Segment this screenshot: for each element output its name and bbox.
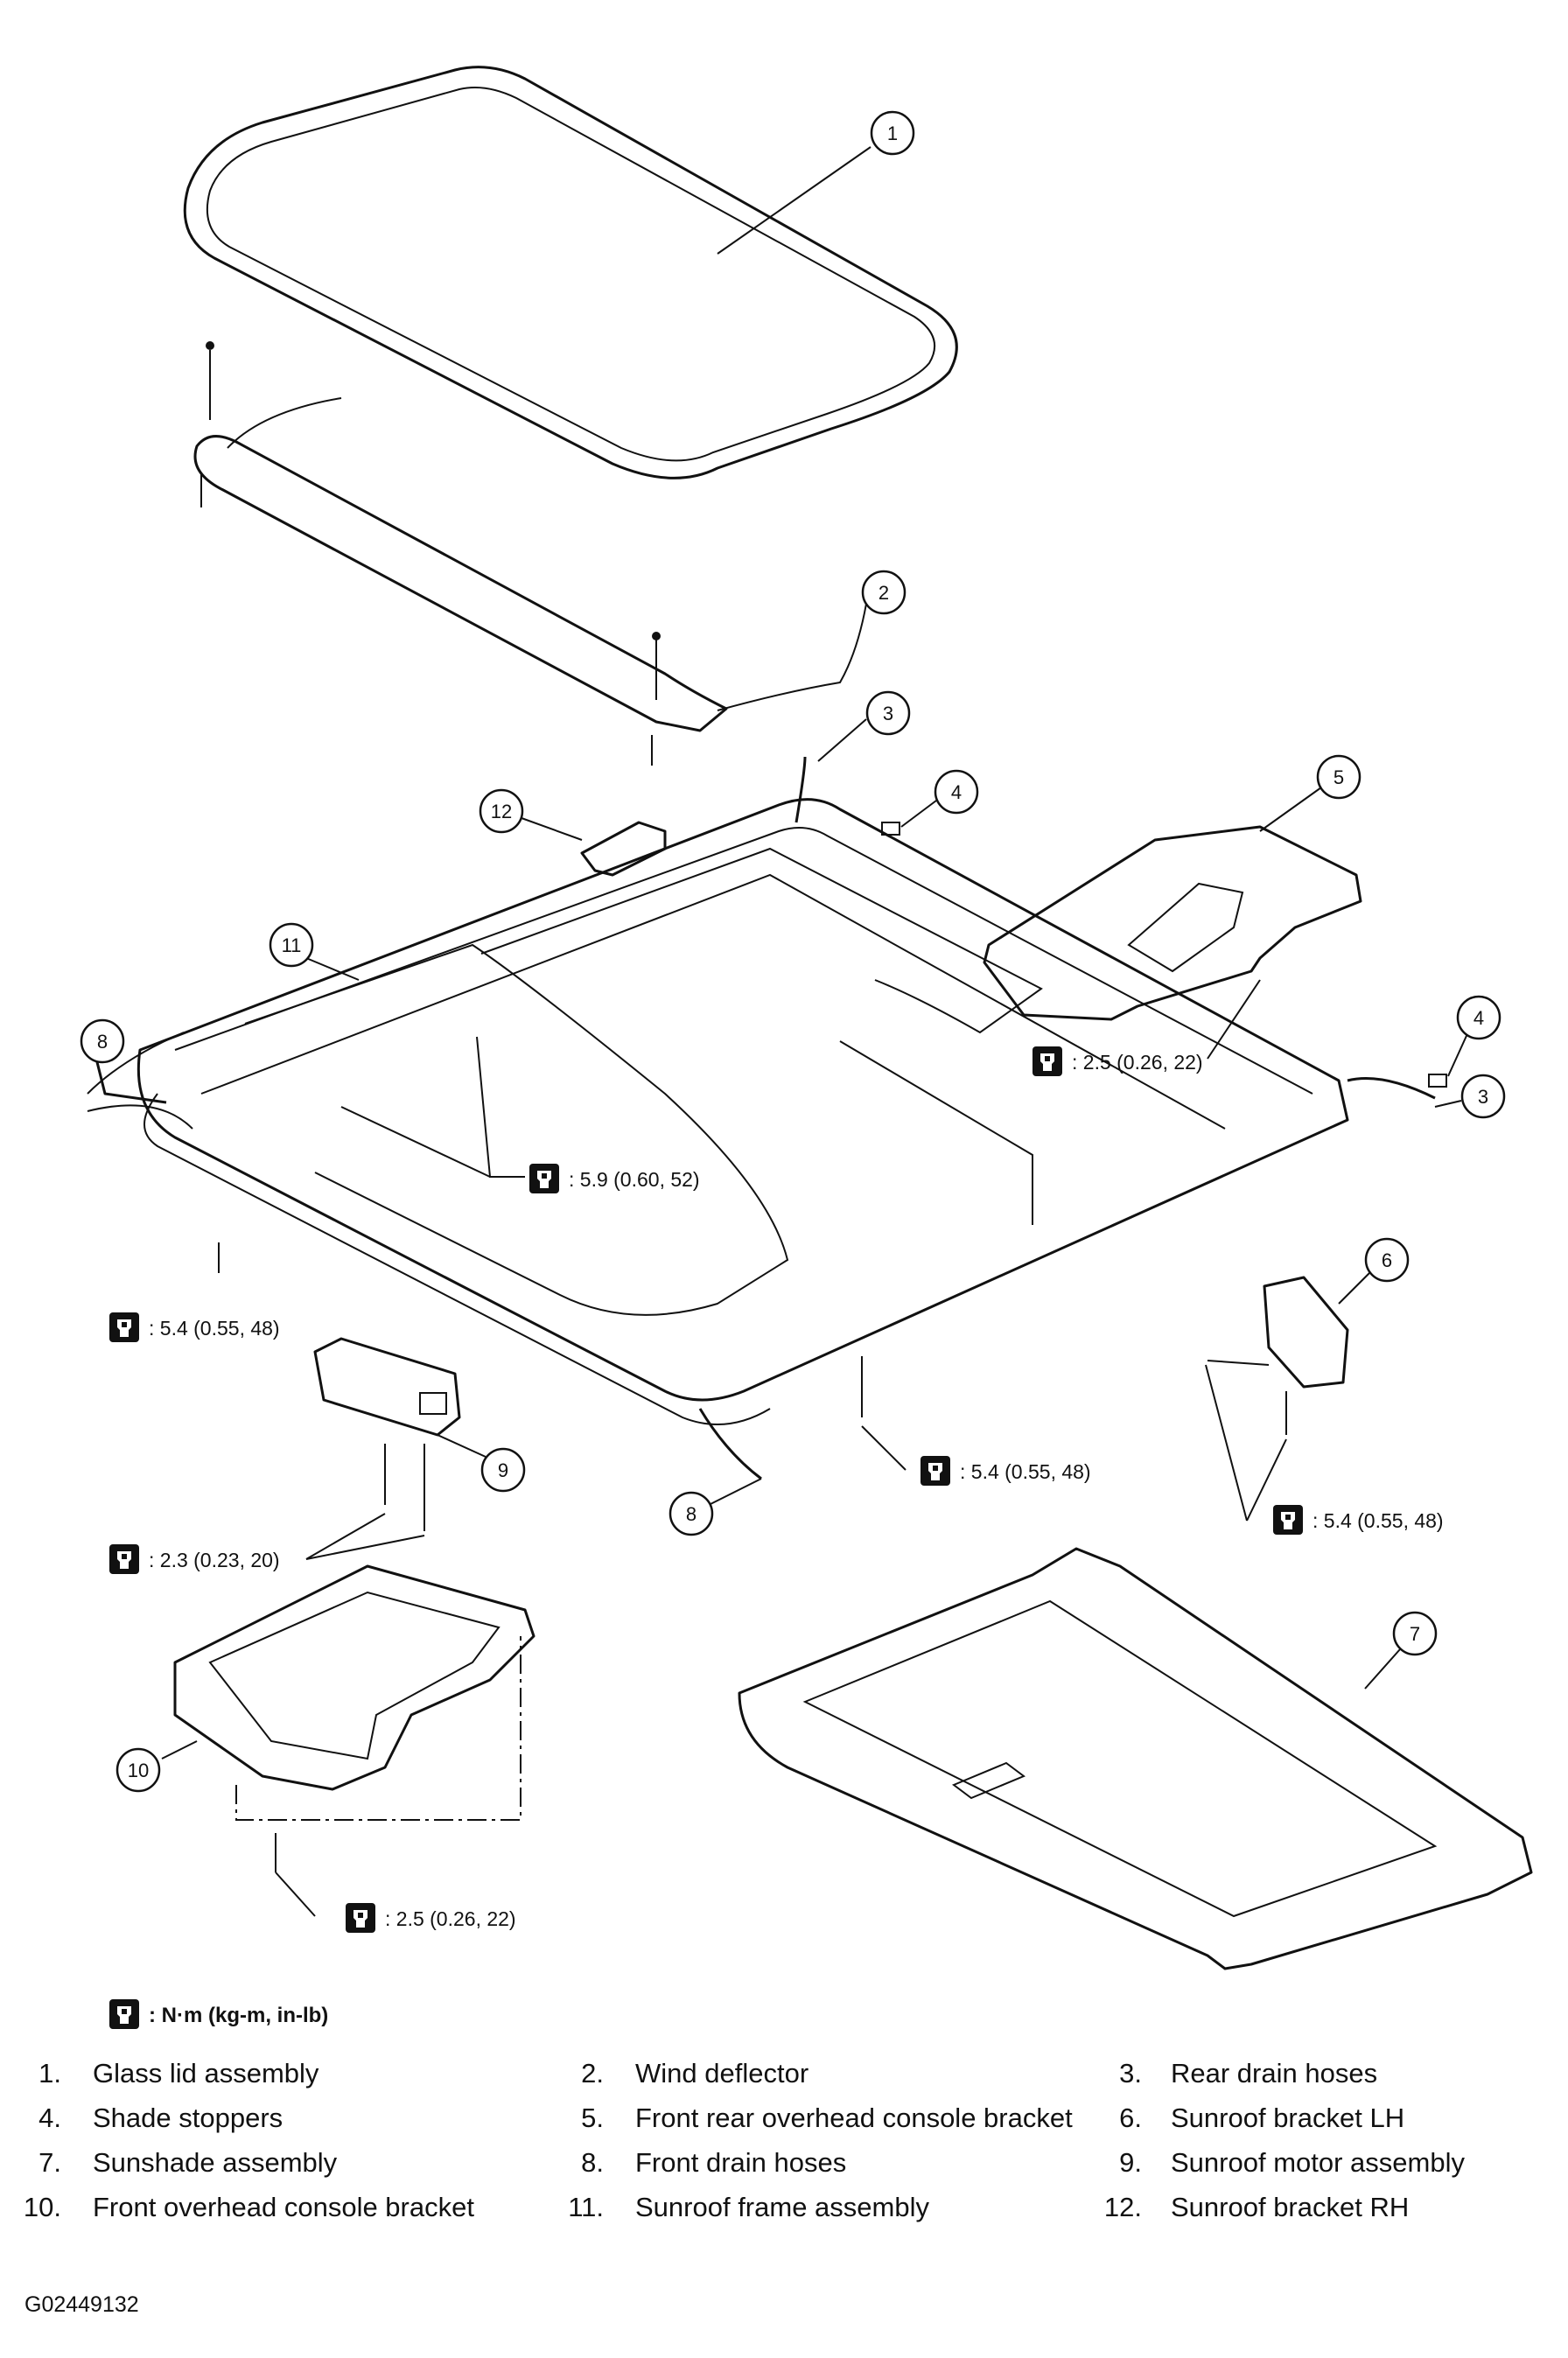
callout-10: 10 (116, 1740, 198, 1793)
callout-7-number: 7 (1410, 1623, 1420, 1645)
motor-bolts (384, 1444, 425, 1531)
part-label: Shade stoppers (93, 2103, 284, 2133)
callout-12-number: 12 (491, 801, 512, 822)
callout-6: 6 (1338, 1237, 1410, 1305)
part-label: Sunroof frame assembly (635, 2192, 929, 2222)
torque-spec-console-bracket-rear: : 2.5 (0.26, 22) (1032, 979, 1261, 1076)
part-label: Rear drain hoses (1171, 2058, 1378, 2089)
torque-spec-frame-screws: : 5.9 (0.60, 52) (340, 1036, 700, 1193)
torque-spec-text: : 2.5 (0.26, 22) (385, 1907, 516, 1930)
torque-spec-motor-bolts: : 2.3 (0.23, 20) (109, 1513, 425, 1574)
torque-wrench-icon (346, 1903, 375, 1933)
callout-3b-number: 3 (1478, 1086, 1488, 1108)
torque-wrench-icon (109, 1544, 139, 1574)
front-drain-hose-left: 8 (80, 1018, 167, 1104)
sunroof-motor-assembly (313, 1337, 461, 1437)
sunroof-frame-assembly (87, 798, 1349, 1425)
torque-wrench-icon (1273, 1505, 1303, 1535)
torque-spec-text: : 5.4 (0.55, 48) (149, 1317, 280, 1340)
callout-6-number: 6 (1382, 1249, 1392, 1271)
rear-drain-hose-upper: 3 (794, 690, 911, 823)
rear-drain-hose-lower: 3 (1347, 1074, 1506, 1119)
torque-wrench-icon (109, 1312, 139, 1342)
callout-8b-number: 8 (686, 1503, 696, 1525)
part-label: Wind deflector (635, 2058, 809, 2089)
front-overhead-console-bracket (173, 1564, 536, 1821)
callout-5-number: 5 (1334, 766, 1344, 788)
sunroof-bracket-lh (1207, 1276, 1349, 1435)
shade-stopper-lower: 4 (1428, 995, 1502, 1088)
callout-4a-number: 4 (951, 781, 962, 803)
part-label: Front overhead console bracket (93, 2192, 474, 2222)
callout-10-number: 10 (128, 1760, 149, 1781)
callout-11: 11 (269, 922, 360, 981)
torque-legend-text: : N·m (kg-m, in-lb) (149, 2004, 328, 2027)
shade-stopper-upper: 4 (881, 769, 979, 836)
torque-wrench-icon (1032, 1046, 1062, 1076)
torque-spec-frame-center-bolt: : 5.4 (0.55, 48) (861, 1356, 1091, 1486)
front-drain-hose-lower: 8 (668, 1408, 762, 1536)
part-label: Front rear overhead console bracket (635, 2103, 1073, 2133)
callout-11-number: 11 (282, 934, 302, 956)
sunroof-bracket-rh (580, 821, 667, 877)
torque-wrench-icon (920, 1456, 950, 1486)
part-label: Sunroof bracket RH (1171, 2192, 1410, 2222)
callout-8a-number: 8 (97, 1031, 108, 1053)
torque-spec-text: : 5.9 (0.60, 52) (569, 1168, 700, 1191)
front-rear-overhead-console-bracket (983, 825, 1362, 1021)
callout-2-number: 2 (878, 582, 889, 604)
torque-wrench-icon (109, 1999, 139, 2029)
wind-deflector (193, 341, 867, 766)
glass-lid-assembly (183, 66, 958, 479)
torque-spec-console-bracket-front: : 2.5 (0.26, 22) (275, 1833, 516, 1933)
torque-spec-text: : 5.4 (0.55, 48) (1312, 1509, 1444, 1532)
callout-7: 7 (1364, 1611, 1438, 1690)
callout-5: 5 (1259, 754, 1362, 832)
part-label: Front drain hoses (635, 2147, 847, 2178)
callout-2: 2 (861, 570, 906, 615)
torque-spec-text: : 2.5 (0.26, 22) (1072, 1051, 1203, 1074)
torque-spec-text: : 5.4 (0.55, 48) (960, 1460, 1091, 1483)
callout-9: 9 (437, 1434, 526, 1493)
part-label: Sunroof bracket LH (1171, 2103, 1405, 2133)
part-label: Sunshade assembly (93, 2147, 338, 2178)
callout-1: 1 (717, 110, 915, 255)
part-label: Glass lid assembly (93, 2058, 319, 2089)
torque-legend: : N·m (kg-m, in-lb) (109, 1999, 328, 2029)
callout-1-number: 1 (887, 122, 898, 144)
torque-wrench-icon (529, 1164, 559, 1193)
torque-spec-frame-left-bolt: : 5.4 (0.55, 48) (109, 1242, 280, 1342)
torque-spec-text: : 2.3 (0.23, 20) (149, 1549, 280, 1571)
sunshade-assembly (738, 1547, 1533, 1970)
callout-9-number: 9 (498, 1459, 508, 1481)
callout-4b-number: 4 (1474, 1007, 1484, 1029)
figure-id: G02449132 (24, 2292, 139, 2317)
callout-12: 12 (479, 788, 583, 841)
torque-spec-bracket-lh-bolts: : 5.4 (0.55, 48) (1205, 1364, 1444, 1535)
callout-3a-number: 3 (883, 703, 893, 724)
part-label: Sunroof motor assembly (1171, 2147, 1465, 2178)
